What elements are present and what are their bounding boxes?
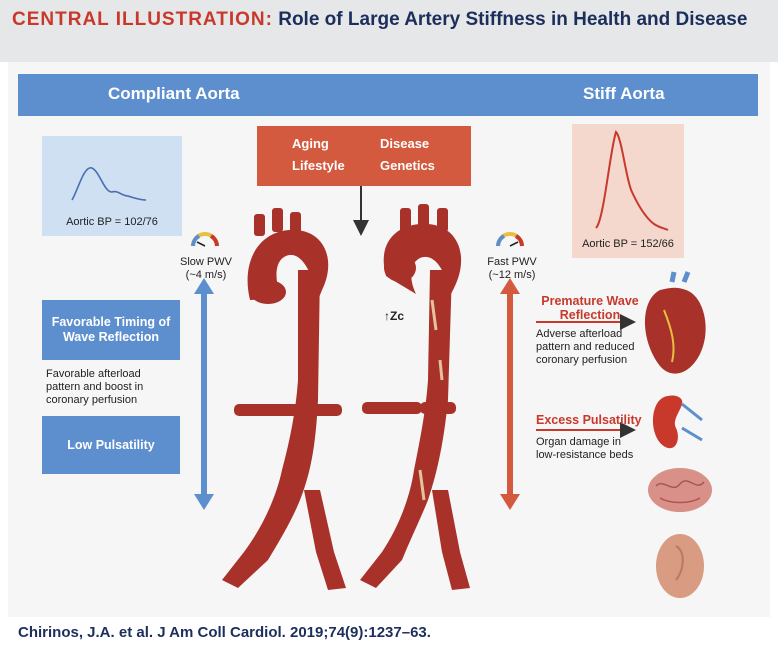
gauge-icon <box>191 232 219 247</box>
slow-pwv-line1: Slow PWV <box>180 256 232 268</box>
compliant-aorta-label: Compliant Aorta <box>108 84 240 103</box>
zc-text: Zc <box>390 309 405 323</box>
excess-pulsatility-title: Excess Pulsatility <box>536 413 642 427</box>
heart-icon <box>645 271 706 374</box>
organ-damage-line2: low-resistance beds <box>536 449 634 461</box>
fast-pwv-line2: (~12 m/s) <box>488 269 536 281</box>
brain-icon <box>648 468 712 512</box>
stiff-waveform <box>595 130 669 231</box>
stiff-bp-panel: Aortic BP = 152/66 <box>572 124 684 258</box>
adverse-afterload-text: Adverse afterload pattern and reduced co… <box>536 328 646 367</box>
favorable-timing-box: Favorable Timing of Wave Reflection <box>42 300 180 360</box>
slow-pwv-arrow <box>194 278 214 510</box>
risk-factors-box: Aging Disease Lifestyle Genetics <box>257 126 471 186</box>
favorable-timing-line1: Favorable Timing of <box>51 315 171 329</box>
organ-damage-text: Organ damage in low-resistance beds <box>536 436 646 462</box>
compliant-bp-label: Aortic BP = 102/76 <box>66 216 158 228</box>
compliant-aorta <box>222 208 346 590</box>
adverse-line2: pattern and reduced <box>536 341 635 353</box>
favorable-timing-line2: Wave Reflection <box>62 330 160 344</box>
slow-pwv-line2: (~4 m/s) <box>185 269 227 281</box>
favorable-line3: coronary perfusion <box>46 394 138 406</box>
low-pulsatility-box: Low Pulsatility <box>42 416 180 474</box>
title-text: Role of Large Artery Stiffness in Health… <box>278 9 748 30</box>
premature-wave-line2: Reflection <box>559 308 621 322</box>
stiff-aorta <box>360 204 470 590</box>
fast-pwv-label: Fast PWV (~12 m/s) <box>482 256 542 282</box>
aorta-banner <box>18 74 758 116</box>
slow-pwv-label: Slow PWV (~4 m/s) <box>176 256 236 282</box>
factor-disease: Disease <box>380 136 430 151</box>
fast-pwv-arrow <box>500 278 520 510</box>
adverse-line3: coronary perfusion <box>536 354 628 366</box>
favorable-line2: pattern and boost in <box>46 381 144 393</box>
gauge-icon <box>496 232 524 247</box>
organ-damage-line1: Organ damage in <box>536 436 621 448</box>
compliant-waveform <box>71 167 147 201</box>
factor-genetics: Genetics <box>380 158 435 173</box>
stiff-bp-label: Aortic BP = 152/66 <box>582 238 674 250</box>
page-title: CENTRAL ILLUSTRATION: Role of Large Arte… <box>12 8 762 31</box>
low-pulsatility-label: Low Pulsatility <box>67 437 155 452</box>
factor-aging: Aging <box>292 136 329 151</box>
placenta-icon <box>656 534 704 598</box>
favorable-line1: Favorable afterload <box>46 368 141 380</box>
title-lead: CENTRAL ILLUSTRATION: <box>12 9 273 30</box>
favorable-afterload-text: Favorable afterload pattern and boost in… <box>46 368 176 407</box>
header-bar <box>0 0 778 62</box>
kidney-icon <box>653 395 703 449</box>
up-arrow-icon: ↑ <box>384 309 390 323</box>
premature-wave-line1: Premature Wave <box>541 294 639 308</box>
compliant-bp-panel: Aortic BP = 102/76 <box>42 136 182 236</box>
citation: Chirinos, J.A. et al. J Am Coll Cardiol.… <box>18 624 431 641</box>
zc-label: ↑Zc <box>384 310 404 323</box>
adverse-line1: Adverse afterload <box>536 328 623 340</box>
factor-lifestyle: Lifestyle <box>292 158 345 173</box>
stiff-aorta-label: Stiff Aorta <box>583 84 665 103</box>
fast-pwv-line1: Fast PWV <box>487 256 537 268</box>
premature-wave-title: Premature Wave Reflection <box>540 294 640 322</box>
